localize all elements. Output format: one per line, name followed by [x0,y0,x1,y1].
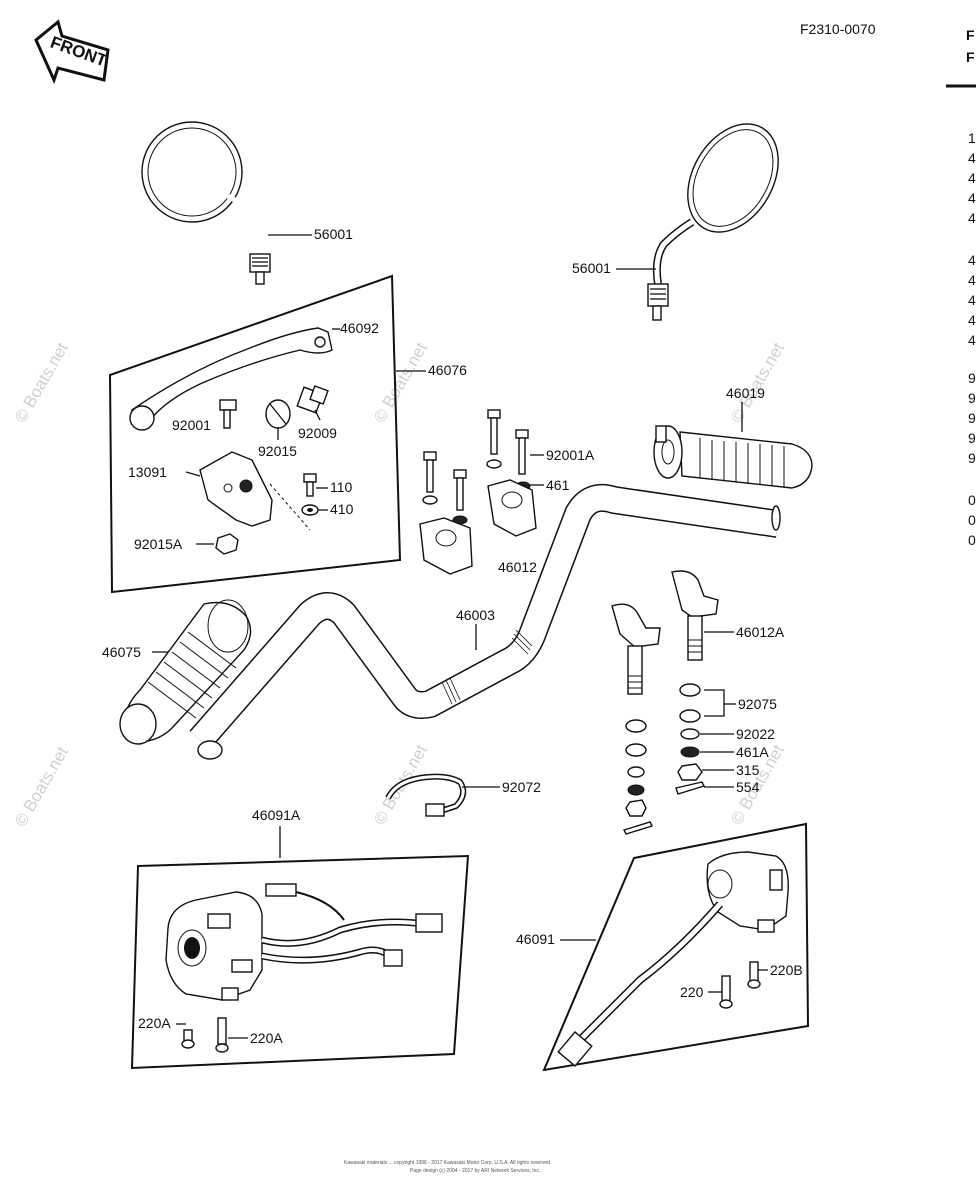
edge-digit: 4 [968,332,976,348]
callout-92001: 92001 [172,417,211,433]
watermark-right-top: © Boats.net [727,339,788,426]
figure-code: F2310-0070 [800,21,876,37]
callout-110: 110 [330,479,353,495]
edge-digit: 9 [968,410,976,426]
callout-220A-left: 220A [138,1015,171,1031]
cable-band: 92072 [385,773,541,817]
callout-13091: 13091 [128,464,167,480]
copyright-line-2: Page design (c) 2004 - 2017 by ARI Netwo… [410,1168,540,1174]
edge-digit: 9 [968,390,976,406]
callout-46003: 46003 [456,607,495,623]
edge-digit: 0 [968,532,976,548]
callout-56001-right: 56001 [572,260,611,276]
clutch-lever-assembly: 46092 46076 92001 92015 92009 13091 110 … [108,274,467,594]
left-grip: 46075 [102,599,252,745]
watermarks: © Boats.net © Boats.net © Boats.net © Bo… [11,339,788,830]
edge-digit: 4 [968,252,976,268]
watermark-left-bottom: © Boats.net [11,743,72,830]
edge-digit: 9 [968,430,976,446]
edge-digit: 0 [968,492,976,508]
edge-digit: 9 [968,450,976,466]
callout-461: 461 [546,477,570,493]
front-arrow-tag: FRONT [34,19,110,85]
watermark-left-top: © Boats.net [11,339,72,426]
callout-220: 220 [680,984,704,1000]
callout-92072: 92072 [502,779,541,795]
callout-92075: 92075 [738,696,777,712]
mirror-right: 56001 [572,123,779,321]
edge-letter: F [966,49,975,65]
callout-46076: 46076 [428,362,467,378]
callout-92022: 92022 [736,726,775,742]
watermark-center-top: © Boats.net [370,339,431,426]
mirror-left: 56001 [141,121,353,285]
throttle-grip: 46019 [653,385,813,489]
handlebar-holder-lower: 46012A 92075 92022 461A 315 554 [611,570,785,835]
edge-digit: 4 [968,312,976,328]
callout-410: 410 [330,501,354,517]
callout-220B: 220B [770,962,803,978]
edge-digit: 4 [968,272,976,288]
edge-digit: 4 [968,150,976,166]
callout-46012A: 46012A [736,624,785,640]
copyright-line-1: Kawasaki materials ... copyright 1996 - … [344,1160,551,1166]
edge-digit: 4 [968,292,976,308]
callout-56001-left: 56001 [314,226,353,242]
edge-digit: 9 [968,370,976,386]
callout-46091A: 46091A [252,807,301,823]
edge-letter: F [966,27,975,43]
callout-46019: 46019 [726,385,765,401]
edge-digit: 4 [968,210,976,226]
callout-46092: 46092 [340,320,379,336]
callout-92009: 92009 [298,425,337,441]
edge-digit: 0 [968,512,976,528]
edge-digit: 4 [968,190,976,206]
callout-46012: 46012 [498,559,537,575]
handlebar: 46003 [189,483,781,760]
handlebar-holder-upper: 92001A 461 46012 [419,409,595,575]
callout-315: 315 [736,762,760,778]
right-switch-assembly: 46091 220 220B [516,822,810,1072]
left-switch-assembly: 46091A 220A 220A [130,807,470,1070]
edge-digit: 4 [968,170,976,186]
edge-digit: 1 [968,130,976,146]
callout-92015A: 92015A [134,536,183,552]
right-edge-column: F F 1 4 4 4 4 4 4 4 4 4 9 9 9 9 9 0 0 0 [946,27,976,548]
callout-220A-right: 220A [250,1030,283,1046]
callout-92015: 92015 [258,443,297,459]
callout-554: 554 [736,779,760,795]
callout-461A: 461A [736,744,769,760]
callout-46075: 46075 [102,644,141,660]
callout-92001A: 92001A [546,447,595,463]
callout-46091: 46091 [516,931,555,947]
